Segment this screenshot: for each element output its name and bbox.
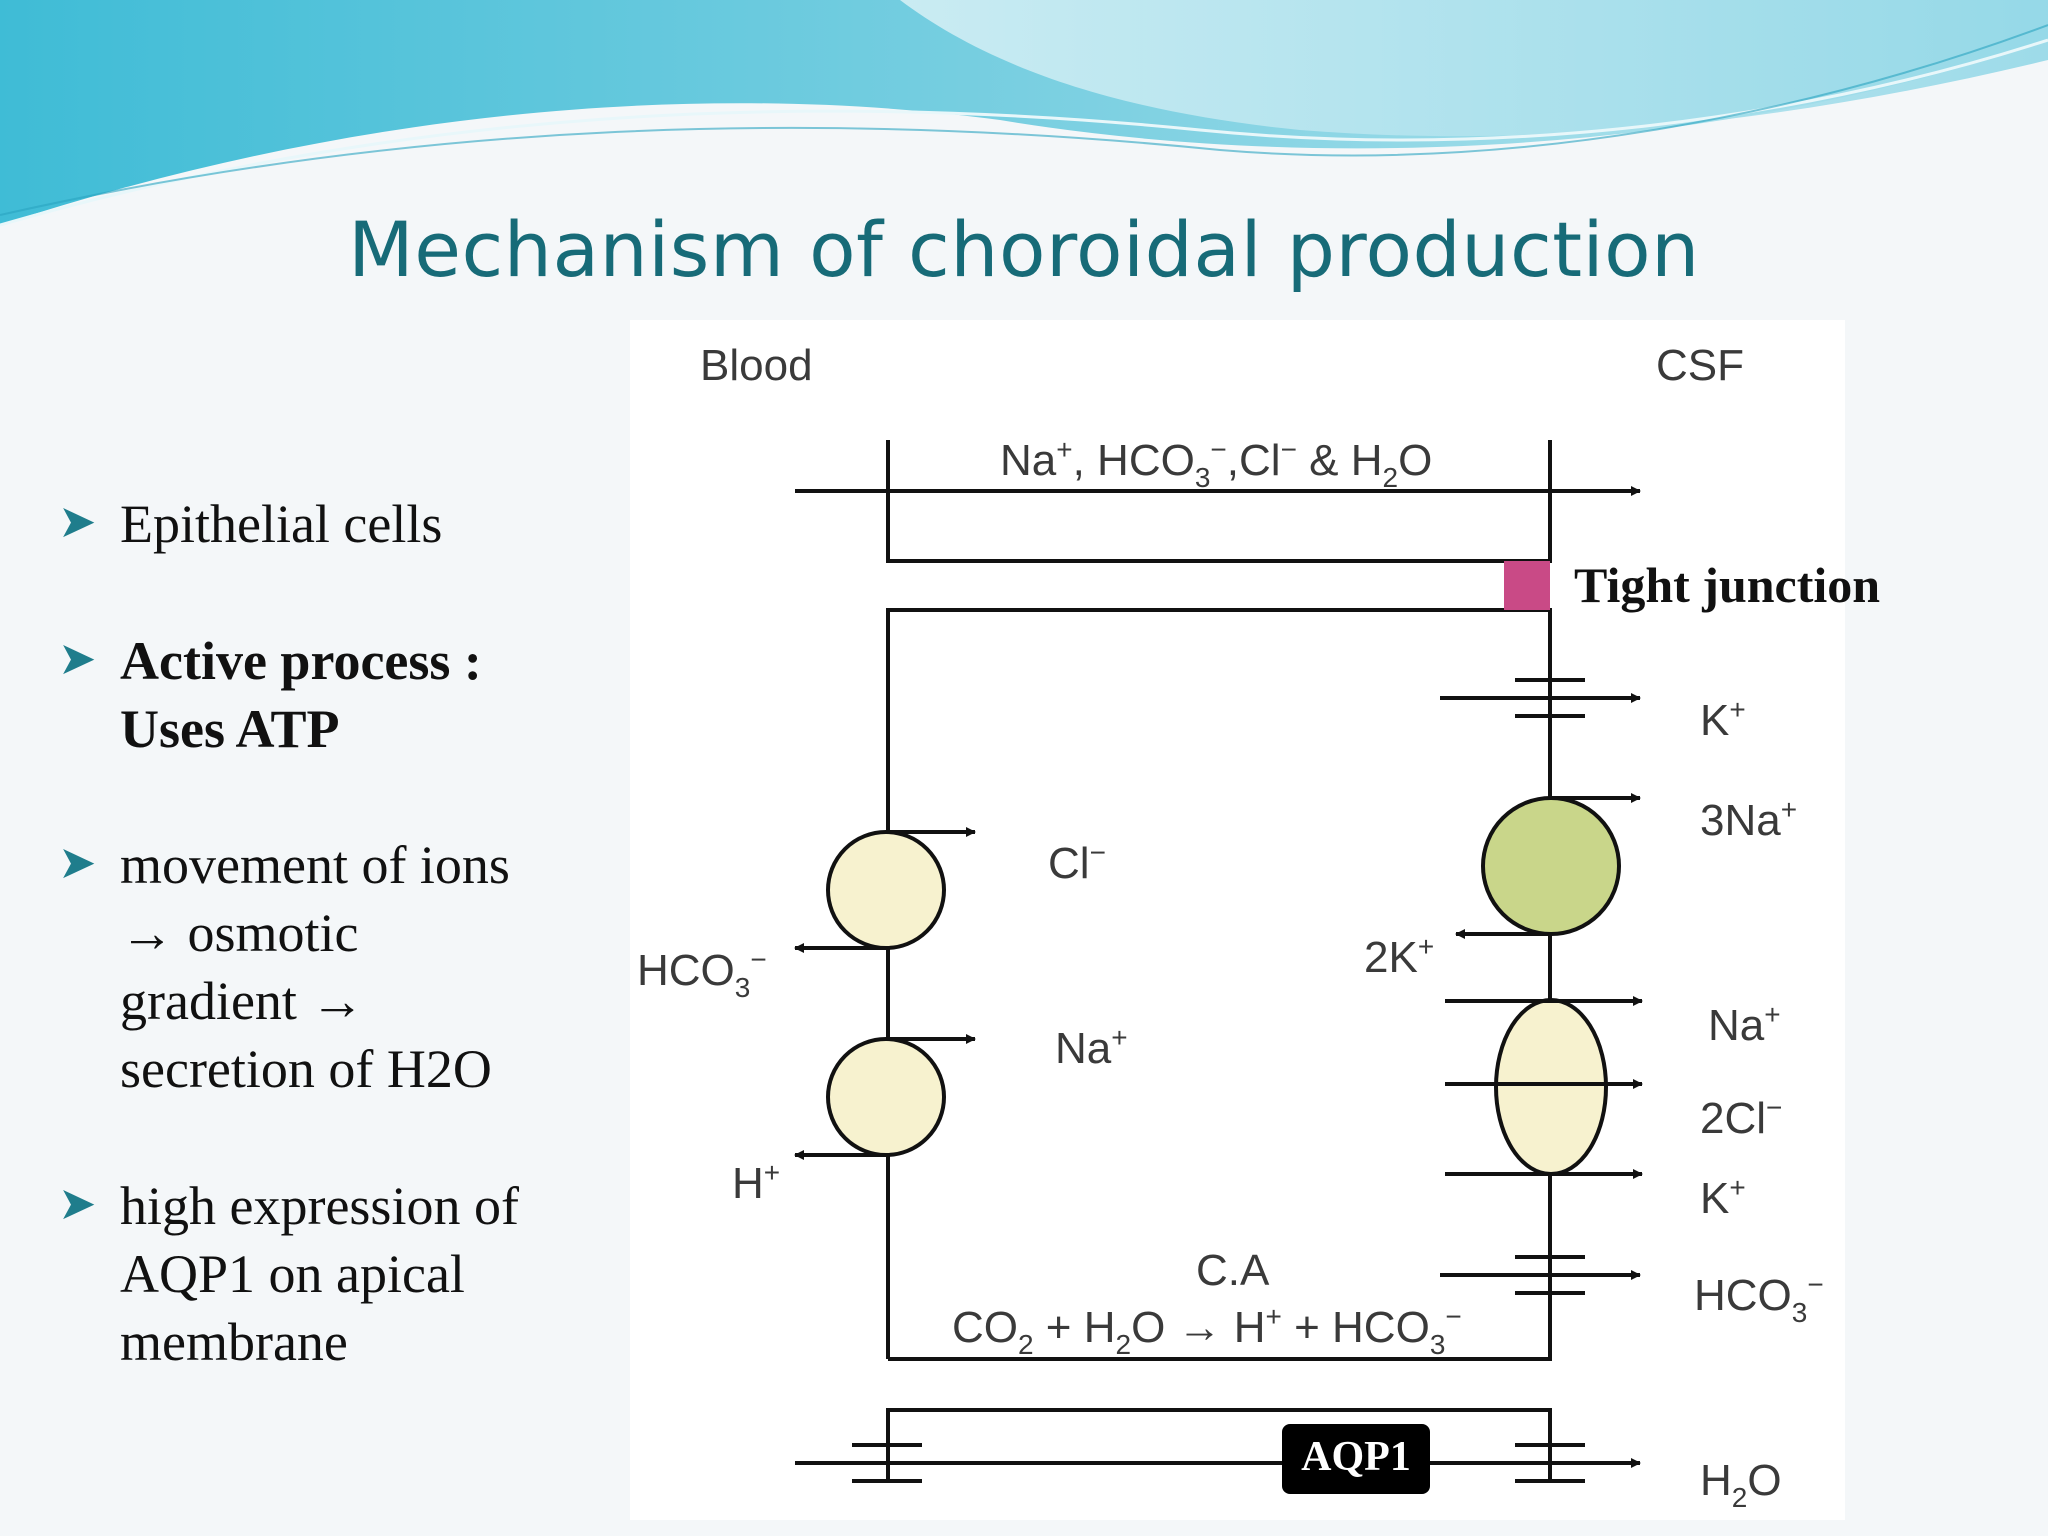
k-out-label: K+	[1700, 694, 1746, 745]
nkcc-k-label: K+	[1700, 1172, 1746, 1223]
blood-label: Blood	[700, 341, 813, 390]
wave-light	[900, 0, 2048, 137]
bullet-text: Active process : Uses ATP	[120, 631, 482, 759]
csf-label: CSF	[1656, 341, 1744, 390]
nkcc-cl-label: 2Cl−	[1700, 1092, 1782, 1143]
hco3-blood-label: HCO3−	[637, 944, 767, 1003]
na3-label: 3Na+	[1700, 794, 1797, 845]
h2o-label: H2O	[1700, 1456, 1782, 1513]
tight-junction-label: Tight junction	[1574, 557, 1880, 613]
reaction-label: CO2 + H2O → H+ + HCO3−	[952, 1301, 1462, 1360]
bullet-text: Epithelial cells	[120, 494, 443, 554]
cl-in-label: Cl−	[1048, 837, 1106, 888]
aqp1-label: AQP1	[1301, 1434, 1411, 1480]
arrow-bullet-icon: ➤	[58, 1178, 97, 1229]
header-waves	[0, 0, 2048, 227]
nkcc-na-label: Na+	[1708, 999, 1781, 1050]
hco3-csf-label: HCO3−	[1694, 1269, 1824, 1328]
paracellular-label: Na+, HCO3−,Cl− & H2O	[1000, 434, 1432, 493]
arrow-bullet-icon: ➤	[58, 496, 97, 547]
carbonic-anhydrase-label: C.A	[1196, 1246, 1270, 1295]
slide-title: Mechanism of choroidal production	[348, 205, 1700, 294]
cl-hco3-exchanger	[826, 830, 946, 950]
wave-line-2	[0, 24, 2048, 216]
k2-label: 2K+	[1364, 931, 1434, 982]
aqp1-label-box	[1282, 1424, 1430, 1494]
h-blood-label: H+	[732, 1157, 780, 1208]
bullet-text: high expression of AQP1 on apical membra…	[120, 1176, 519, 1372]
arrow-bullet-icon: ➤	[58, 837, 97, 888]
tight-junction	[1504, 561, 1550, 610]
na-in-label: Na+	[1055, 1022, 1128, 1073]
diagram-background	[630, 320, 1845, 1520]
na-k-atpase-pump	[1481, 796, 1621, 936]
bullet-text: movement of ions → osmotic gradient → se…	[120, 835, 510, 1099]
na-h-exchanger	[826, 1037, 946, 1157]
upper-cell-edge	[886, 440, 1552, 563]
arrow-bullet-icon: ➤	[58, 633, 97, 684]
nkcc-cotransporter	[1494, 998, 1608, 1176]
